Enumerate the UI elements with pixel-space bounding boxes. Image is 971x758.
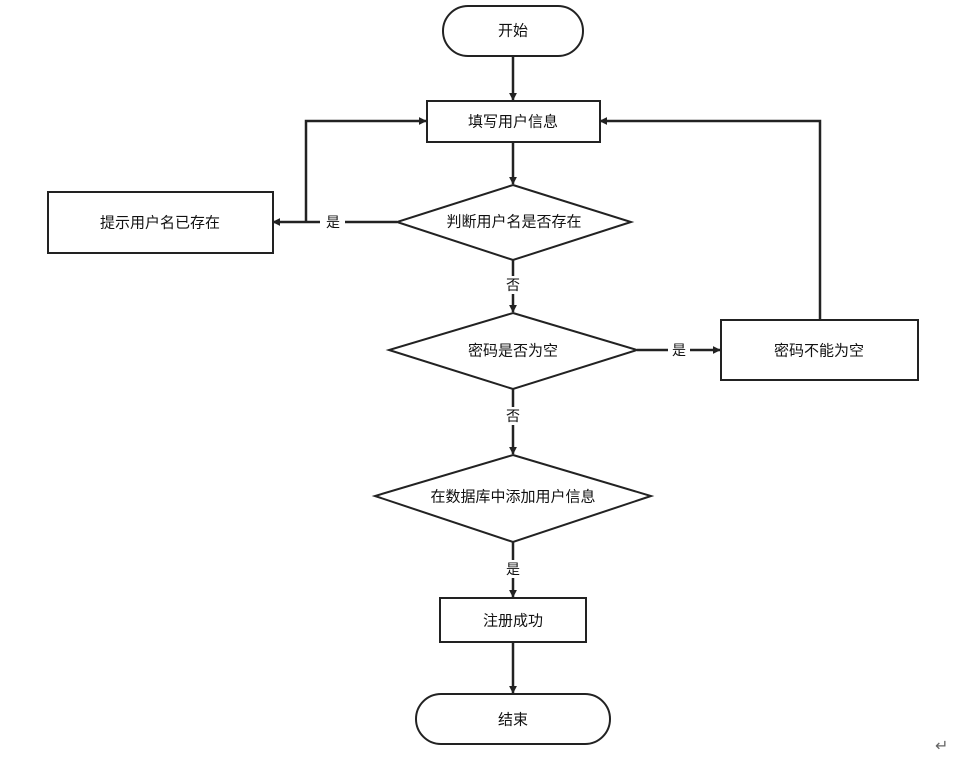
start-label: 开始	[498, 22, 528, 40]
name-exists-label: 提示用户名已存在	[100, 214, 220, 232]
pwd-empty-node	[720, 319, 919, 381]
edge-label-pwd-yes: 是	[672, 343, 686, 359]
edge-retry-from-name	[304, 117, 427, 222]
edge-label-name-no: 否	[506, 278, 520, 294]
edge-retry-from-pwd	[599, 117, 822, 319]
end-label: 结束	[498, 711, 528, 729]
check-pwd-decision	[385, 311, 641, 391]
edge-label-pwd-no: 否	[506, 409, 520, 425]
name-exists-node	[47, 191, 274, 254]
add-db-decision	[371, 453, 655, 544]
end-node	[415, 693, 611, 745]
pwd-empty-label: 密码不能为空	[774, 342, 864, 360]
edge-label-db-yes: 是	[506, 562, 520, 578]
fill-info-label: 填写用户信息	[468, 113, 558, 131]
check-name-decision	[393, 183, 635, 262]
fill-info-node	[426, 100, 601, 143]
success-label: 注册成功	[483, 612, 543, 630]
check-pwd-label: 密码是否为空	[468, 342, 558, 360]
edge-label-name-yes: 是	[326, 215, 340, 231]
paragraph-return-mark: ↵	[935, 736, 949, 755]
check-name-label: 判断用户名是否存在	[446, 213, 581, 231]
add-db-label: 在数据库中添加用户信息	[430, 488, 595, 506]
start-node	[442, 5, 584, 57]
success-node	[439, 597, 587, 643]
